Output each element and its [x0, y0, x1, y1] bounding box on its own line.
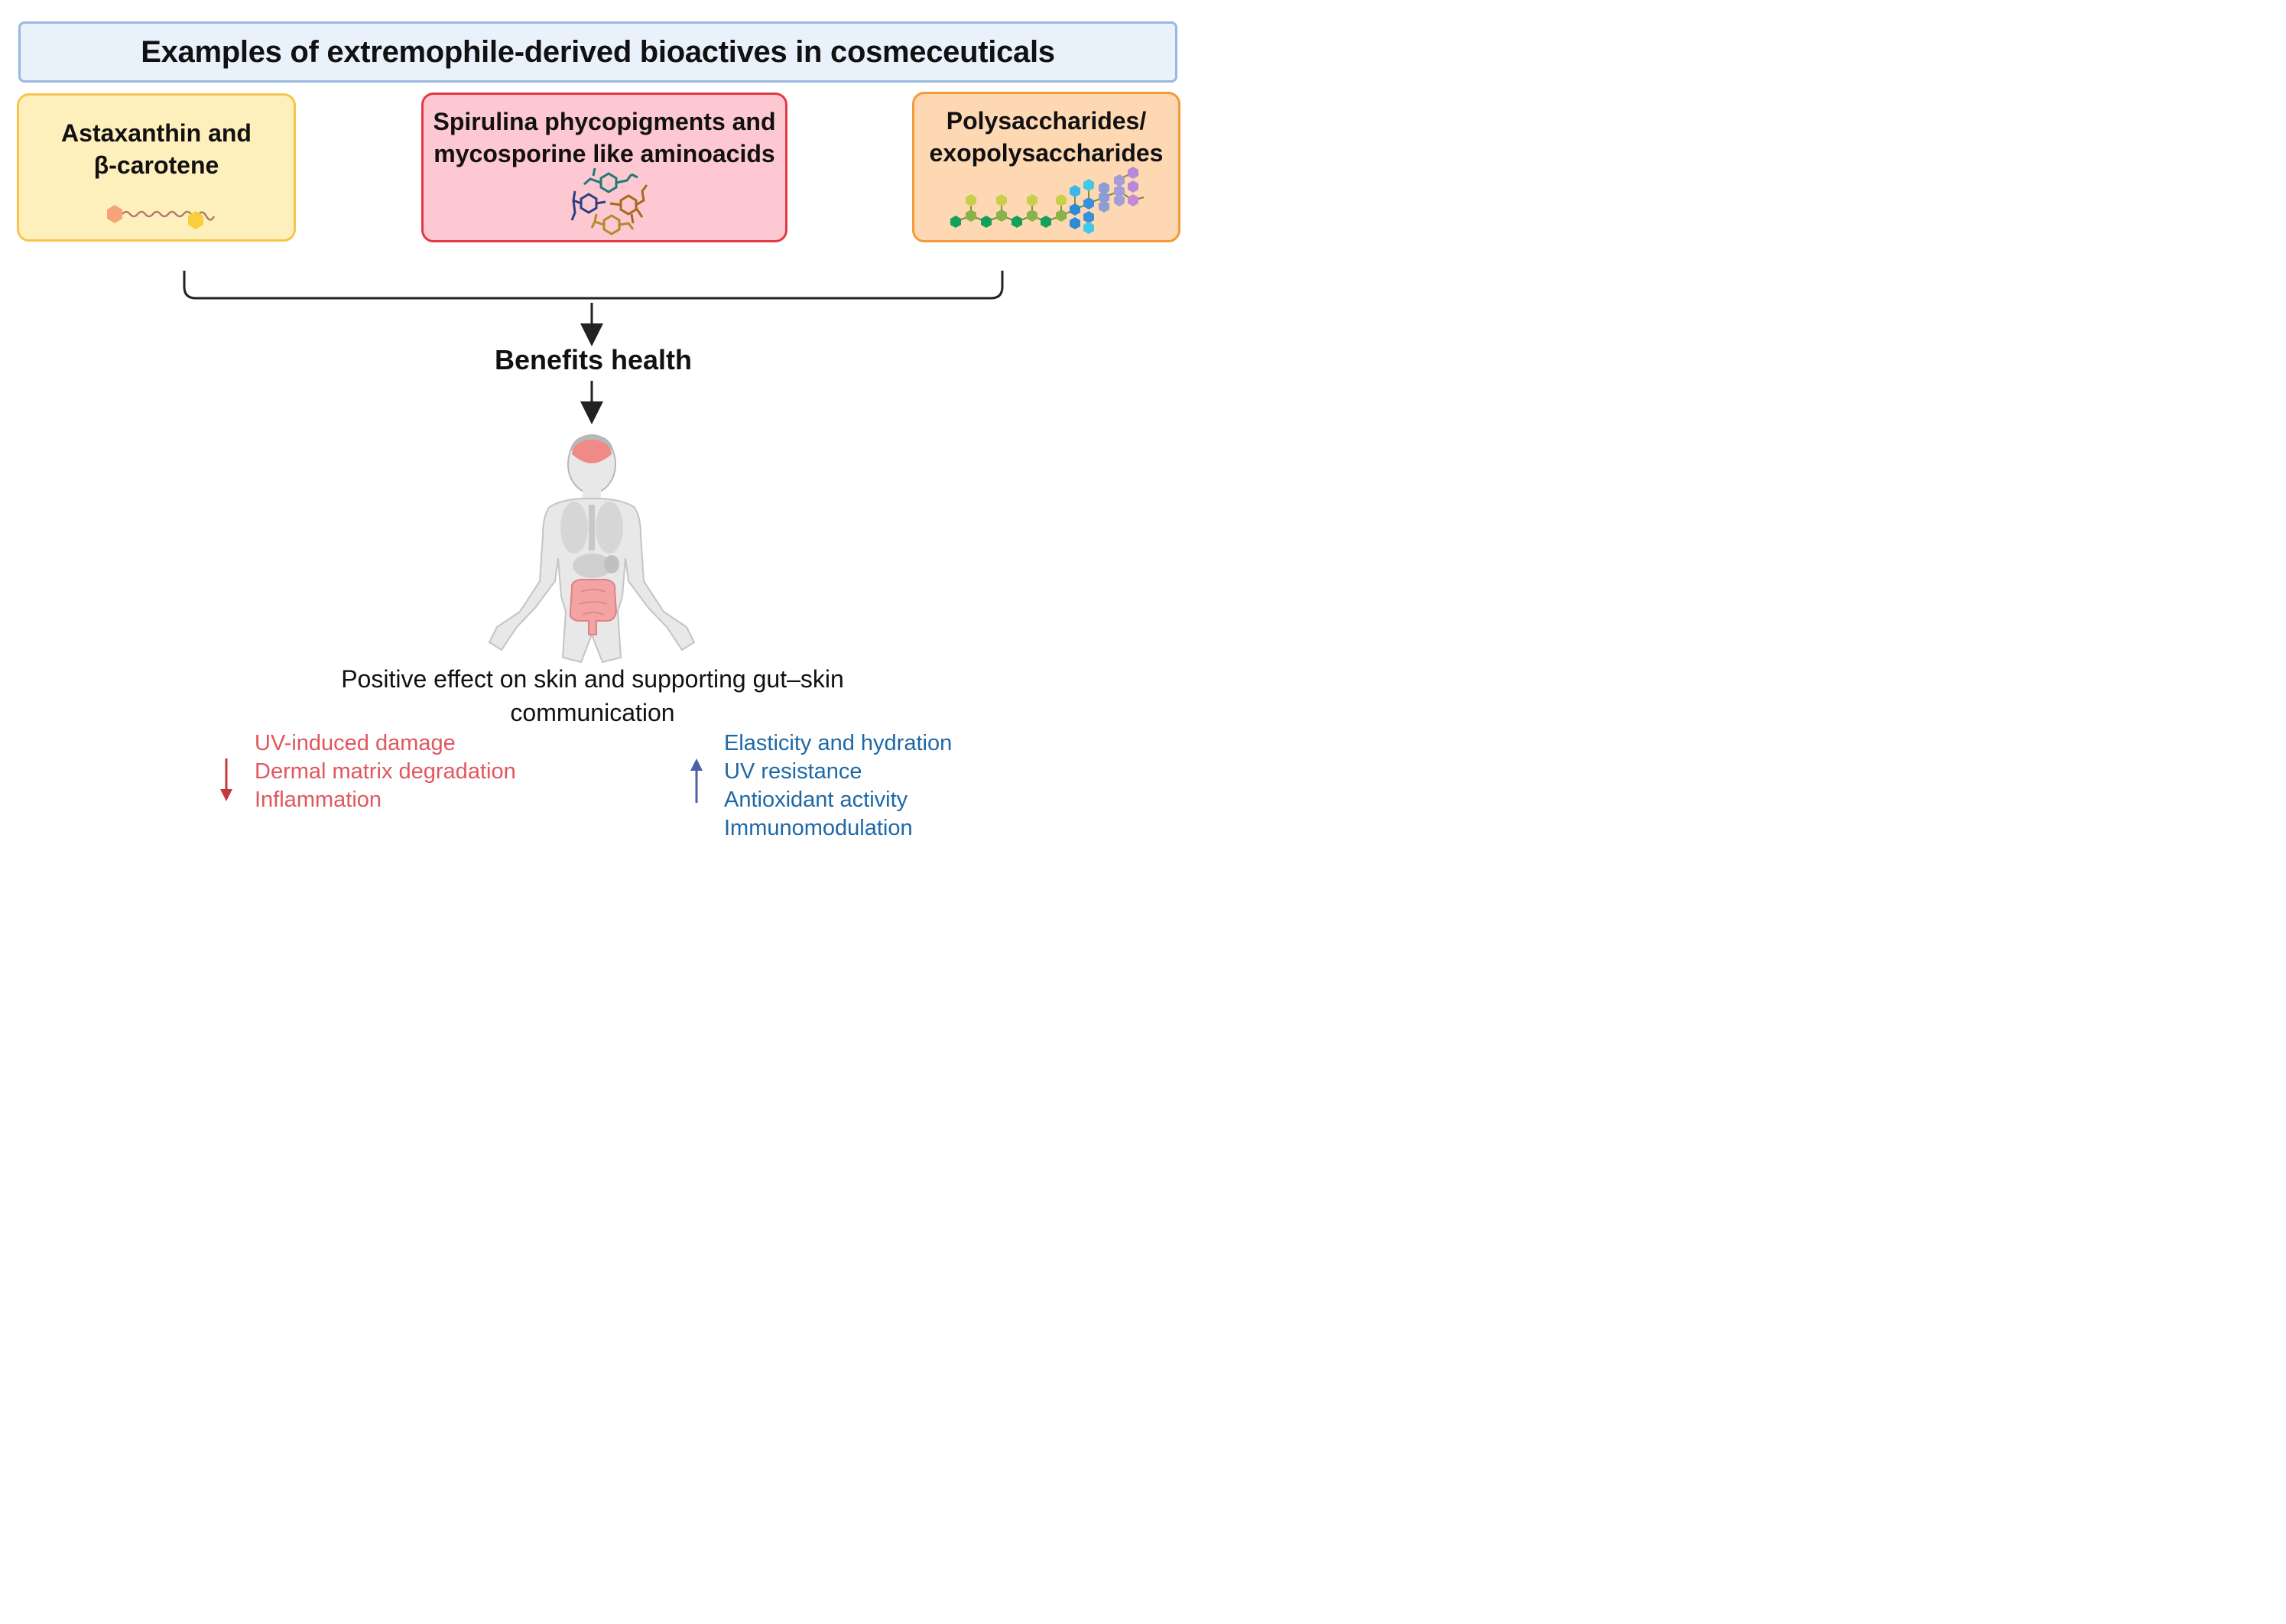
positive-effect-label: Positive effect on skin and supporting g… — [341, 665, 844, 726]
increase-arrow-icon — [690, 758, 703, 803]
increase-item: UV resistance — [724, 759, 862, 784]
carotenoid-molecule-icon — [107, 205, 216, 229]
grouping-bracket — [183, 271, 1004, 300]
amino-acid-molecules-icon — [570, 167, 648, 235]
polysaccharide-chain-icon — [950, 167, 1145, 234]
increase-item: Elasticity and hydration — [724, 731, 953, 755]
human-body-icon — [488, 434, 696, 664]
polysaccharide-label: Polysaccharides/ exopolysaccharides — [929, 107, 1164, 167]
spirulina-label: Spirulina phycopigments and mycosporine … — [433, 108, 776, 167]
increase-item: Immunomodulation — [724, 816, 913, 840]
decrease-item: Dermal matrix degradation — [255, 759, 516, 784]
decreased-effects-list: UV-induced damage Dermal matrix degradat… — [255, 729, 516, 814]
decrease-arrow-icon — [220, 758, 232, 801]
increase-item: Antioxidant activity — [724, 788, 908, 812]
spirulina-box: Spirulina phycopigments and mycosporine … — [421, 93, 787, 242]
decrease-item: UV-induced damage — [255, 731, 456, 755]
diagram-title: Examples of extremophile-derived bioacti… — [18, 21, 1177, 83]
diagram-graphics — [107, 167, 1145, 803]
decrease-item: Inflammation — [255, 788, 382, 812]
increased-effects-list: Elasticity and hydration UV resistance A… — [724, 729, 952, 843]
benefits-health-label: Benefits health — [494, 344, 693, 375]
astaxanthin-box: Astaxanthin and β-carotene — [17, 93, 296, 242]
astaxanthin-label: Astaxanthin and β-carotene — [61, 119, 252, 179]
